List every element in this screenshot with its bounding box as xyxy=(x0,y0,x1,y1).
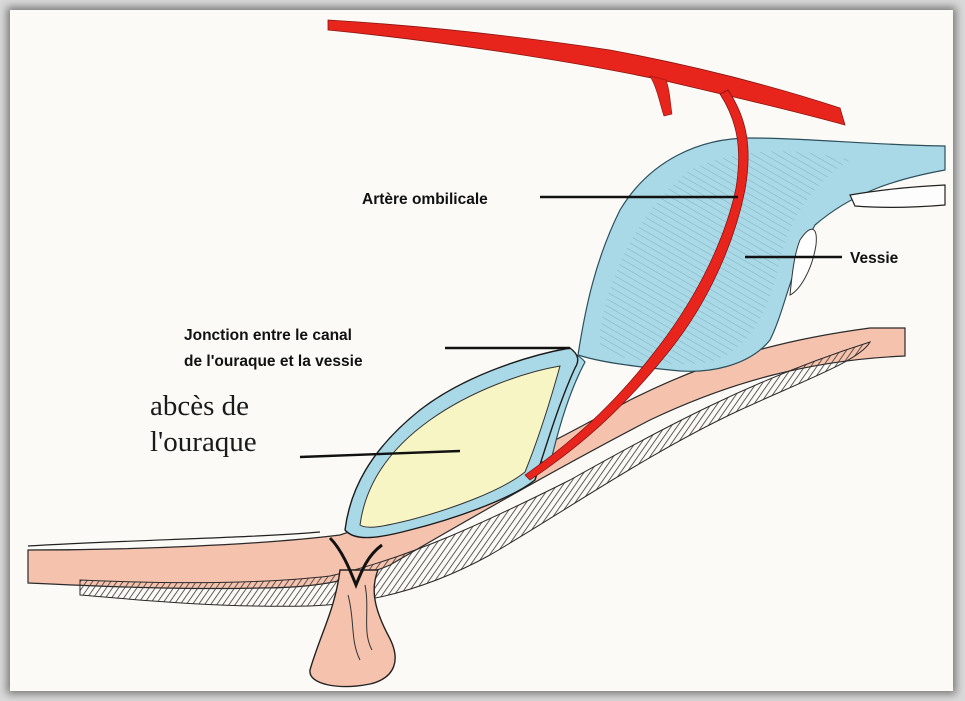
umbilical-artery-main xyxy=(328,20,845,125)
artery-label: Artère ombilicale xyxy=(362,191,488,208)
abscess-label-line1: abcès de xyxy=(150,390,249,422)
abscess-label-line2: l'ouraque xyxy=(150,426,257,458)
urachal-abscess-diagram: Artère ombilicale Vessie Jonction entre … xyxy=(10,10,953,691)
junction-label-line2: de l'ouraque et la vessie xyxy=(184,353,363,370)
junction-label-line1: Jonction entre le canal xyxy=(184,327,352,344)
bladder-label: Vessie xyxy=(850,250,899,267)
diagram-canvas: Artère ombilicale Vessie Jonction entre … xyxy=(10,10,953,691)
